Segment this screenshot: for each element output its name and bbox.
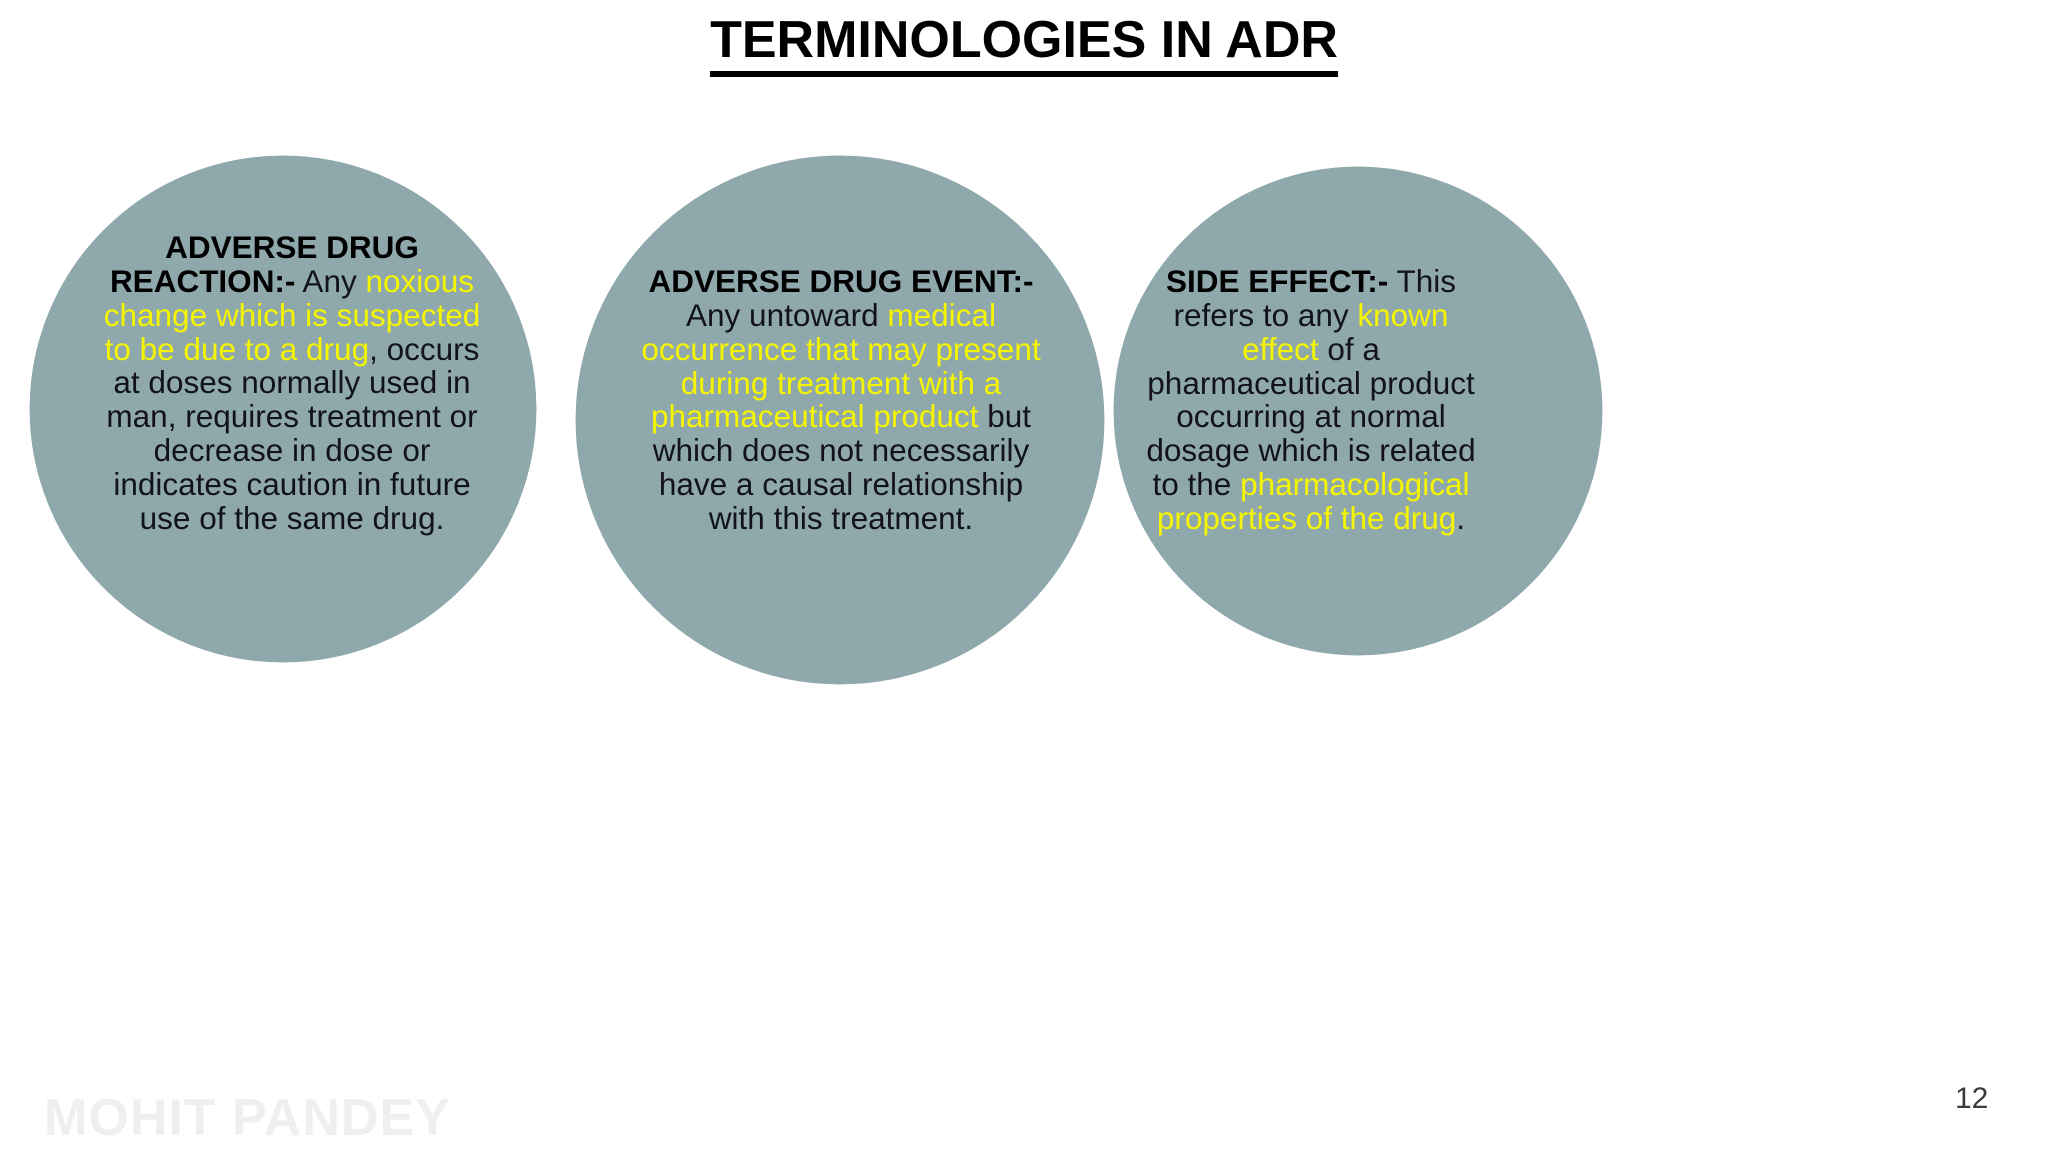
ade-highlight-1: medical occurrence that may present duri… — [641, 296, 1041, 435]
circle-label-side-effect: SIDE EFFECT:- This refers to any known e… — [1146, 263, 1476, 537]
se-highlight-1: known effect — [1242, 296, 1449, 367]
adr-plain-1: Any — [295, 262, 366, 299]
term-adverse-drug-event: ADVERSE DRUG EVENT:- — [648, 263, 1034, 299]
term-side-effect: SIDE EFFECT:- — [1166, 263, 1389, 299]
se-plain-3: . — [1456, 500, 1466, 537]
page-number: 12 — [1955, 1082, 1989, 1115]
ade-plain-1: Any untoward — [686, 296, 888, 333]
se-plain-1: This refers to any — [1173, 263, 1456, 333]
page-title: TERMINOLOGIES IN ADR — [0, 11, 2048, 78]
adr-highlight-1: noxious change which is suspected to be … — [103, 262, 481, 367]
adr-plain-2: , occurs at doses normally used in man, … — [106, 330, 480, 536]
circle-outline-side-effect — [1110, 163, 1606, 659]
se-plain-2: of a pharmaceutical product occurring at… — [1146, 330, 1476, 503]
circle-outline-adverse-drug-reaction — [26, 152, 540, 666]
circle-outline-adverse-drug-event — [572, 152, 1108, 688]
page-title-text: TERMINOLOGIES IN ADR — [710, 11, 1338, 78]
se-highlight-2: pharmacological properties of the drug — [1156, 466, 1470, 537]
circle-label-adverse-drug-reaction: ADVERSE DRUG REACTION:- Any noxious chan… — [88, 229, 496, 536]
ade-plain-2: but which does not necessarily have a ca… — [652, 398, 1031, 537]
circle-label-adverse-drug-event: ADVERSE DRUG EVENT:- Any untoward medica… — [632, 263, 1050, 537]
term-adverse-drug-reaction: ADVERSE DRUG REACTION:- — [109, 229, 419, 299]
watermark-author: MOHIT PANDEY — [44, 1089, 451, 1147]
